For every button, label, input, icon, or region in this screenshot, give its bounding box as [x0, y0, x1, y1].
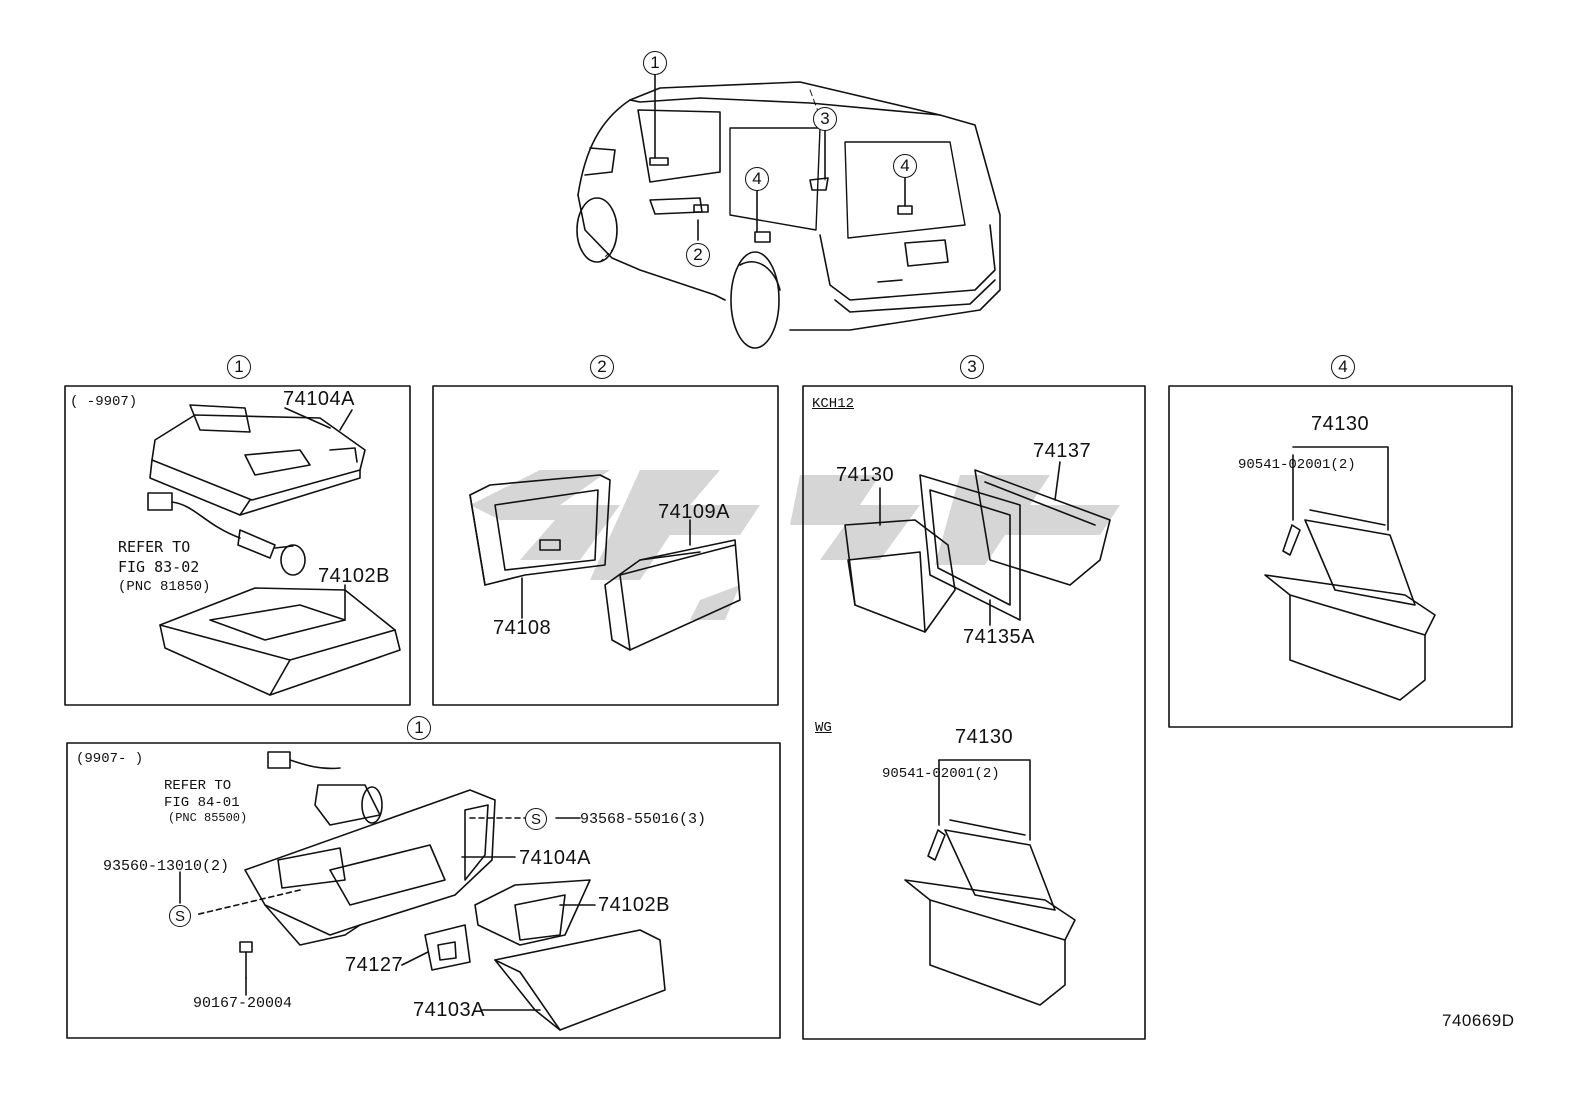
label-74102B-bottom: 74102B [598, 894, 670, 916]
panel-3-model-wg: WG [815, 720, 832, 736]
cigarette-lighter-art [267, 751, 383, 826]
refer2-line-1: REFER TO [164, 778, 232, 794]
label-74102B-top: 74102B [318, 565, 390, 587]
leader-93560 [194, 889, 301, 916]
s-symbol-93560: S [169, 905, 191, 927]
label-74130-kch12: 74130 [836, 464, 895, 486]
van-callout-1: 1 [643, 51, 667, 75]
label-74130-p4: 74130 [1311, 413, 1370, 435]
part-74130-wg-art [904, 819, 1076, 1006]
label-74108: 74108 [493, 617, 552, 639]
part-74135A-art [919, 474, 1021, 621]
panel-3-model-kch12: KCH12 [812, 396, 855, 412]
panel-3-frame [802, 385, 1146, 1040]
part-74109A-art [604, 539, 741, 651]
part-74130-kch12-art [844, 519, 956, 633]
label-74104A-bottom: 74104A [519, 847, 591, 869]
panel-4-callout: 4 [1331, 355, 1355, 379]
van-callout-4-left: 4 [745, 167, 769, 191]
panel-4-frame [1168, 385, 1513, 728]
label-74130-wg: 74130 [955, 726, 1014, 748]
label-90167: 90167-20004 [193, 995, 293, 1012]
label-74135A: 74135A [963, 626, 1035, 648]
part-74108-art [469, 474, 611, 586]
refer-line-2: FIG 83-02 [118, 558, 200, 576]
refer2-line-3: (PNC 85500) [168, 811, 248, 825]
label-93568: 93568-55016(3) [580, 811, 707, 828]
part-74102B-top-art [159, 587, 401, 696]
part-74137-art [974, 469, 1111, 586]
leader-74137 [1054, 461, 1061, 501]
screw-wg-art [927, 829, 946, 861]
label-74137: 74137 [1033, 440, 1092, 462]
part-74102B-bottom-art [474, 879, 591, 946]
screw-90167-art [239, 941, 253, 979]
drawing-code: 740669D [1442, 1011, 1515, 1030]
s-symbol-93568: S [525, 808, 547, 830]
watermark-logo [470, 470, 1120, 620]
panel-1-bottom-callout: 1 [407, 716, 431, 740]
part-74104A-bottom-art [244, 789, 496, 946]
label-74104A-top: 74104A [283, 388, 355, 410]
bracket-74130-wg [938, 759, 1031, 841]
bracket-74130-p4 [1292, 446, 1389, 531]
screw-p4-art [1282, 524, 1301, 556]
van-callout-3: 3 [813, 107, 837, 131]
part-74104A-top-art [149, 404, 366, 516]
panel-1-top-frame [64, 385, 411, 706]
leader-74104A [339, 409, 353, 431]
panel-1-bottom-frame [66, 742, 781, 1039]
van-callout-4-right: 4 [893, 154, 917, 178]
van-illustration [576, 74, 1001, 349]
part-74130-p4-art [1264, 509, 1436, 701]
refer-line-1: REFER TO [118, 538, 191, 556]
label-90541-p4: 90541-02001(2) [1238, 457, 1356, 473]
panel-1-top-callout: 1 [227, 355, 251, 379]
leader-74127 [401, 951, 429, 966]
panel-1-top-range: ( -9907) [70, 394, 138, 410]
label-90541-wg: 90541-02001(2) [882, 766, 1000, 782]
panel-2-frame [432, 385, 779, 706]
harness-connector-art [147, 492, 306, 576]
label-93560: 93560-13010(2) [103, 858, 230, 875]
van-callout-2: 2 [686, 243, 710, 267]
label-74103A: 74103A [413, 999, 485, 1021]
label-74127: 74127 [345, 954, 404, 976]
panel-2-callout: 2 [590, 355, 614, 379]
panel-1-bottom-range: (9907- ) [76, 751, 144, 767]
refer2-line-2: FIG 84-01 [164, 795, 240, 811]
label-74109A: 74109A [658, 501, 730, 523]
part-74127-art [424, 924, 471, 971]
panel-3-callout: 3 [960, 355, 984, 379]
refer-line-3: (PNC 81850) [118, 579, 211, 595]
